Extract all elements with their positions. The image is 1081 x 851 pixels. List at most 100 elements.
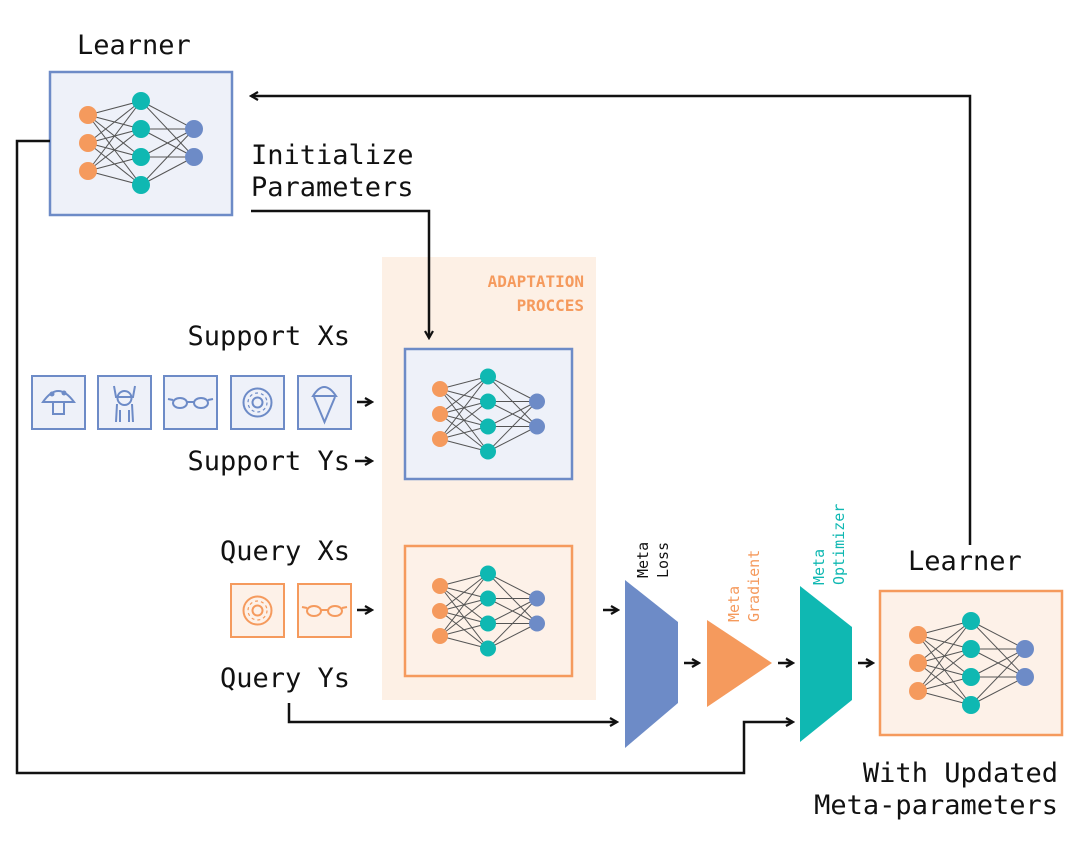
updated-label-line2: Meta-parameters [814, 790, 1058, 821]
learner-top-network [79, 92, 203, 194]
network-edge [917, 676, 972, 692]
network-node [79, 106, 97, 124]
meta-loss-label-line2: Loss [654, 542, 672, 578]
network-node [529, 590, 545, 607]
network-edge [87, 128, 142, 172]
network-node [1016, 640, 1034, 658]
support-images [31, 375, 352, 430]
network-edge [970, 648, 1026, 678]
network-edge [487, 573, 538, 599]
network-edge [140, 128, 195, 158]
network-node [432, 406, 448, 422]
query-ys-arrow [287, 703, 617, 722]
network-node [132, 148, 150, 166]
network-edge [439, 573, 489, 612]
network-node [432, 578, 448, 594]
network-edge [87, 100, 142, 144]
network-node [480, 393, 496, 410]
network-edge [917, 648, 972, 692]
dog-icon [97, 375, 152, 430]
initialize-arrow [251, 209, 429, 338]
network-node [480, 368, 496, 385]
network-node [529, 418, 545, 435]
network-edge [439, 635, 489, 649]
network-node [962, 668, 980, 686]
network-edge [917, 620, 972, 636]
network-node [1016, 668, 1034, 686]
network-edge [439, 573, 489, 637]
network-node [480, 615, 496, 632]
donut-icon [230, 375, 285, 430]
network-edge [439, 426, 489, 440]
meta-optimizer-shape [800, 586, 852, 742]
sunglasses-icon [297, 583, 352, 638]
meta-gradient-shape [707, 620, 772, 707]
updated-label-line1: With Updated [863, 758, 1058, 789]
network-edge [140, 128, 195, 186]
network-edge [487, 598, 538, 649]
network-node [432, 603, 448, 619]
network-node [480, 443, 496, 460]
network-edge [439, 438, 489, 452]
network-edge [87, 156, 142, 172]
network-edge [87, 100, 142, 172]
network-edge [917, 620, 972, 664]
learner-right-title: Learner [908, 546, 1022, 577]
network-node [132, 176, 150, 194]
network-edge [87, 100, 142, 116]
network-node [480, 418, 496, 435]
adaptation-label-line1: ADAPTATION [488, 272, 584, 291]
network-node [79, 162, 97, 180]
network-edge [439, 376, 489, 440]
network-edge [917, 620, 972, 692]
network-edge [487, 376, 538, 402]
support-ys-label: Support Ys [187, 446, 350, 477]
donut-icon [230, 583, 285, 638]
network-node [529, 615, 545, 632]
network-node [480, 590, 496, 607]
network-edge [487, 401, 538, 427]
network-node [909, 626, 927, 644]
sunglasses-icon [163, 375, 218, 430]
meta-loss-label-line1: Meta [634, 542, 652, 578]
network-node [480, 565, 496, 582]
network-edge [439, 376, 489, 390]
query-xs-label: Query Xs [220, 536, 350, 567]
network-edge [487, 598, 538, 624]
network-node [962, 696, 980, 714]
feedback-arrow [251, 96, 972, 545]
network-edge [439, 573, 489, 587]
network-node [432, 431, 448, 447]
network-edge [970, 620, 1026, 650]
ice-cream-icon [297, 375, 352, 430]
learner-to-optimizer-arrow [15, 139, 793, 775]
network-edge [140, 100, 195, 130]
adaptation-label-line2: PROCCES [517, 296, 584, 315]
network-node [185, 120, 203, 138]
query-ys-label: Query Ys [220, 663, 350, 694]
network-edge [487, 426, 538, 452]
network-edge [439, 376, 489, 415]
learner-right-network [909, 612, 1034, 714]
network-node [962, 612, 980, 630]
network-edge [917, 690, 972, 706]
network-edge [970, 676, 1026, 706]
network-node [909, 682, 927, 700]
mushroom-icon [31, 375, 86, 430]
network-node [132, 92, 150, 110]
network-node [432, 381, 448, 397]
network-edge [487, 401, 538, 452]
network-node [962, 640, 980, 658]
meta-gradient-label-line1: Meta [725, 586, 743, 622]
network-edge [140, 156, 195, 186]
query-images [230, 583, 352, 638]
initialize-label-line2: Parameters [251, 172, 414, 203]
network-node [132, 120, 150, 138]
query-network [432, 565, 545, 657]
network-node [909, 654, 927, 672]
network-node [79, 134, 97, 152]
query-network-box [403, 544, 574, 678]
support-network [432, 368, 545, 460]
network-node [432, 628, 448, 644]
